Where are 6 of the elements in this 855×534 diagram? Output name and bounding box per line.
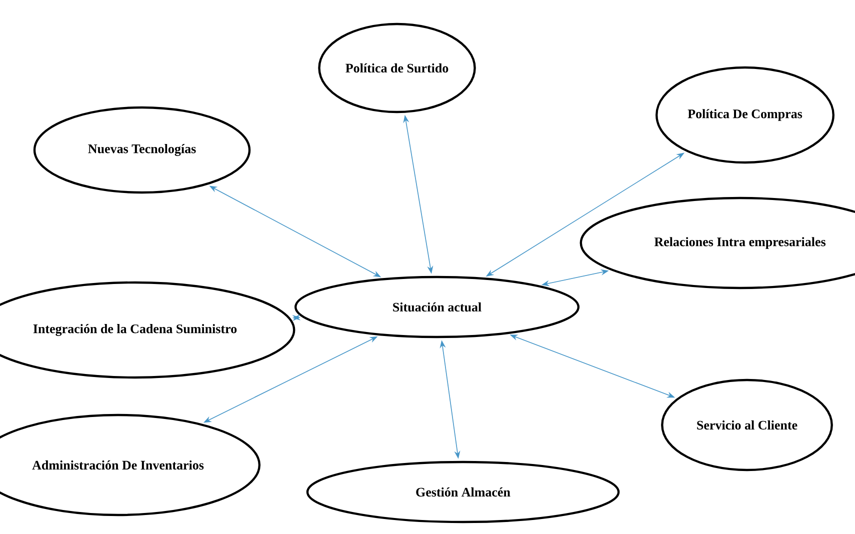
ellipse-node: Gestión Almacén	[306, 460, 620, 524]
ellipse-node: Política de Surtido	[318, 22, 476, 114]
ellipse-node: Nuevas Tecnologías	[33, 106, 251, 194]
ellipse-node: Servicio al Cliente	[661, 378, 833, 472]
ellipse-node: Situación actual	[294, 276, 580, 338]
ellipse-node: Política De Compras	[656, 66, 834, 164]
